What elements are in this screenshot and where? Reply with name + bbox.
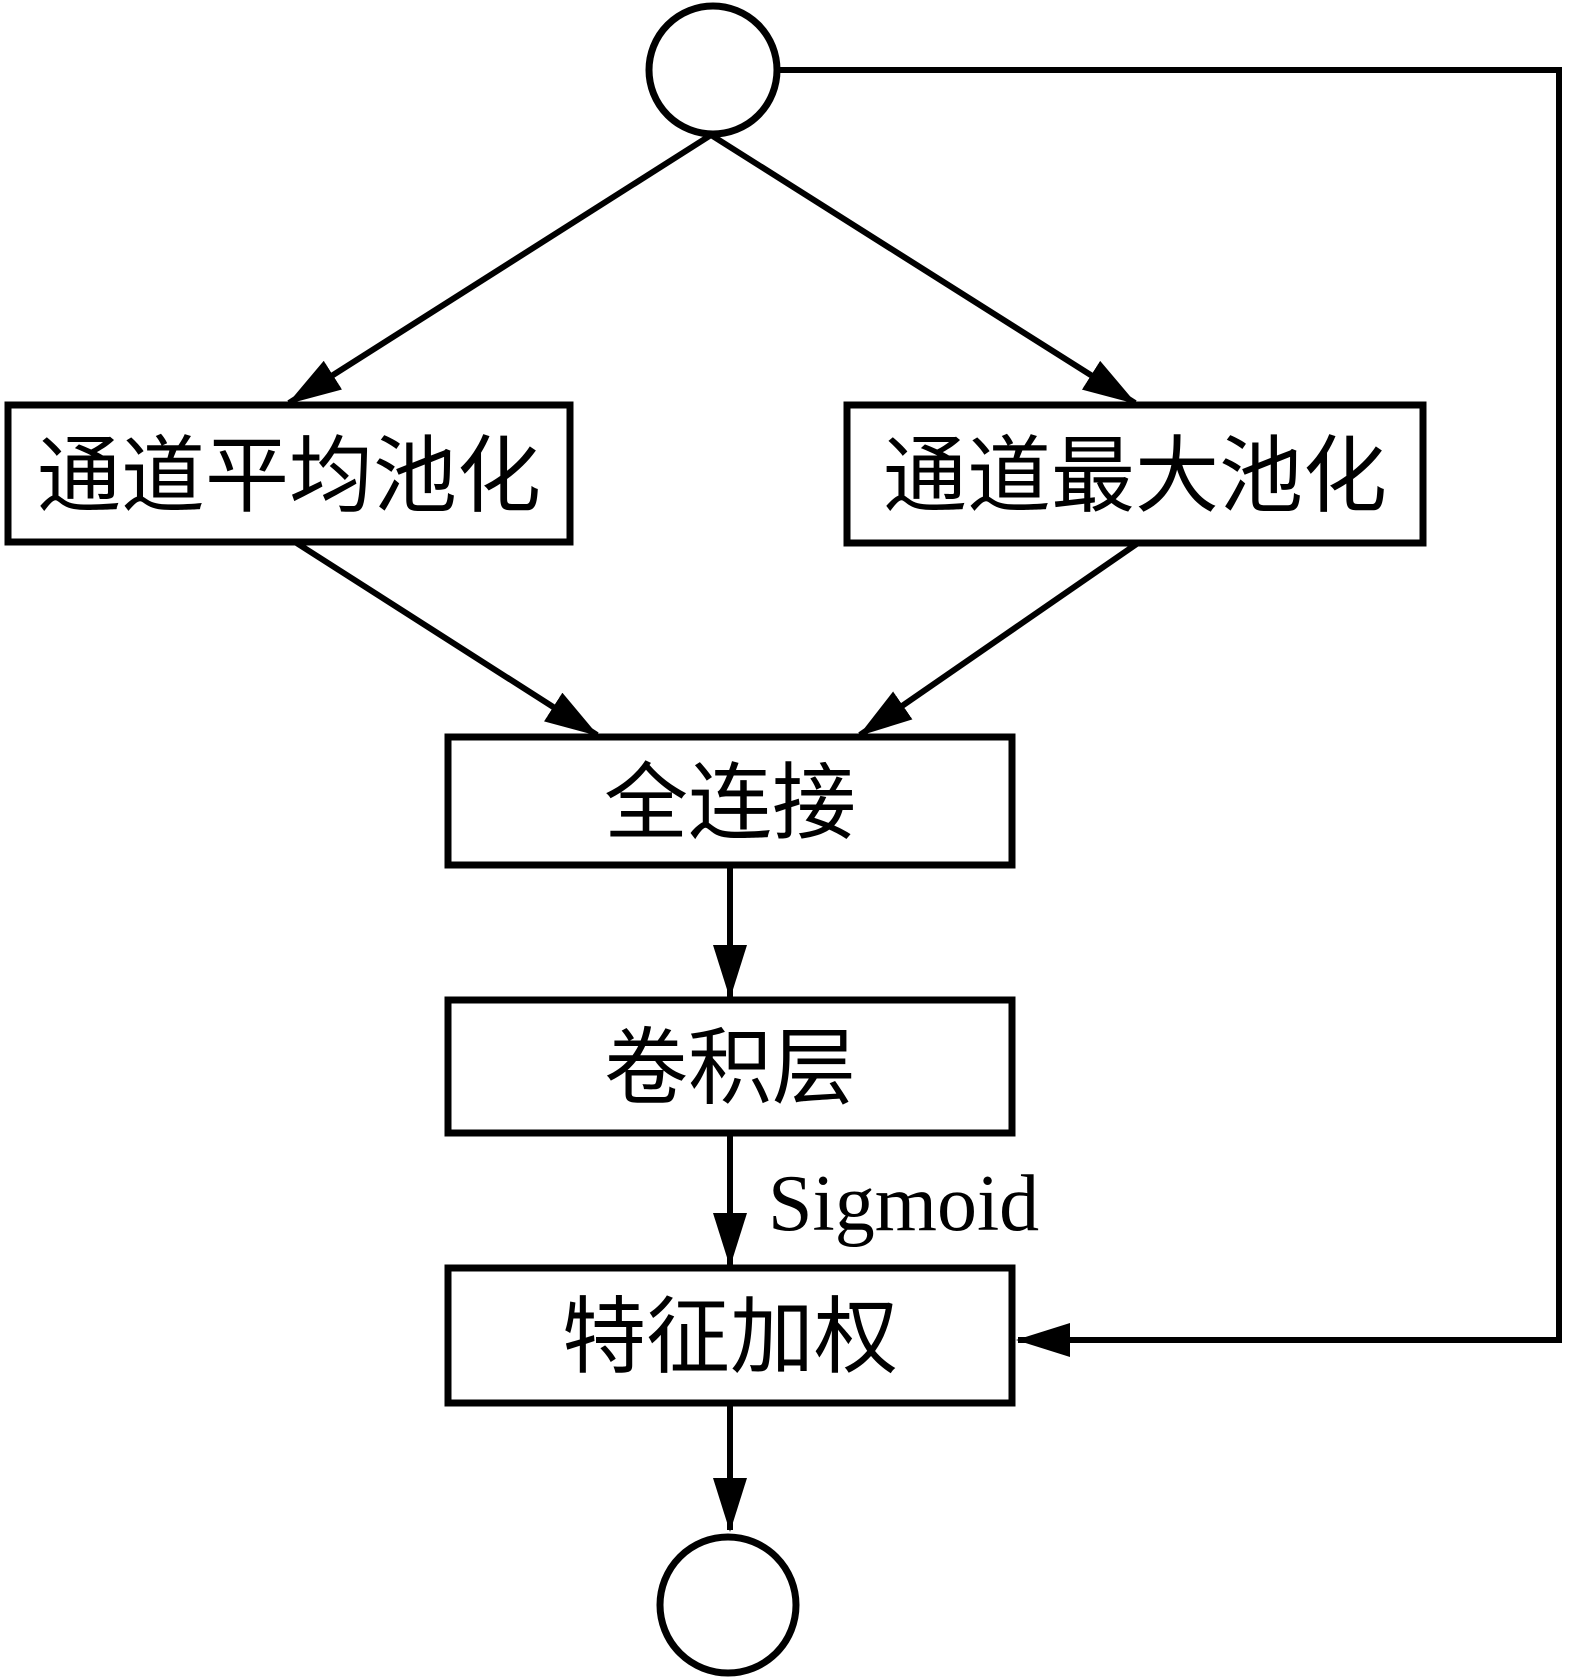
end-node-circle [656, 1533, 800, 1677]
channel-max-pool-label: 通道最大池化 [883, 431, 1387, 524]
edge-start-to-avg-pool [287, 132, 713, 406]
fully-connected-box [444, 733, 1016, 869]
feature-weighting-label: 特征加权 [562, 1292, 898, 1385]
edge-max-pool-to-fc [858, 540, 1140, 738]
edge-avg-pool-to-fc [293, 539, 599, 738]
edge-start-to-max-pool [709, 132, 1137, 406]
channel-max-pool-box [843, 401, 1427, 547]
edge-skip-start-to-feature-weighting [777, 67, 1562, 1357]
feature-weighting-box [444, 1264, 1016, 1407]
start-node-circle [645, 2, 781, 138]
conv-layer-label: 卷积层 [604, 1023, 856, 1116]
sigmoid-edge-label: Sigmoid [768, 1160, 1039, 1248]
channel-avg-pool-label: 通道平均池化 [37, 431, 541, 524]
channel-avg-pool-box [4, 401, 574, 546]
fully-connected-label: 全连接 [604, 758, 856, 851]
conv-layer-box [444, 996, 1016, 1137]
